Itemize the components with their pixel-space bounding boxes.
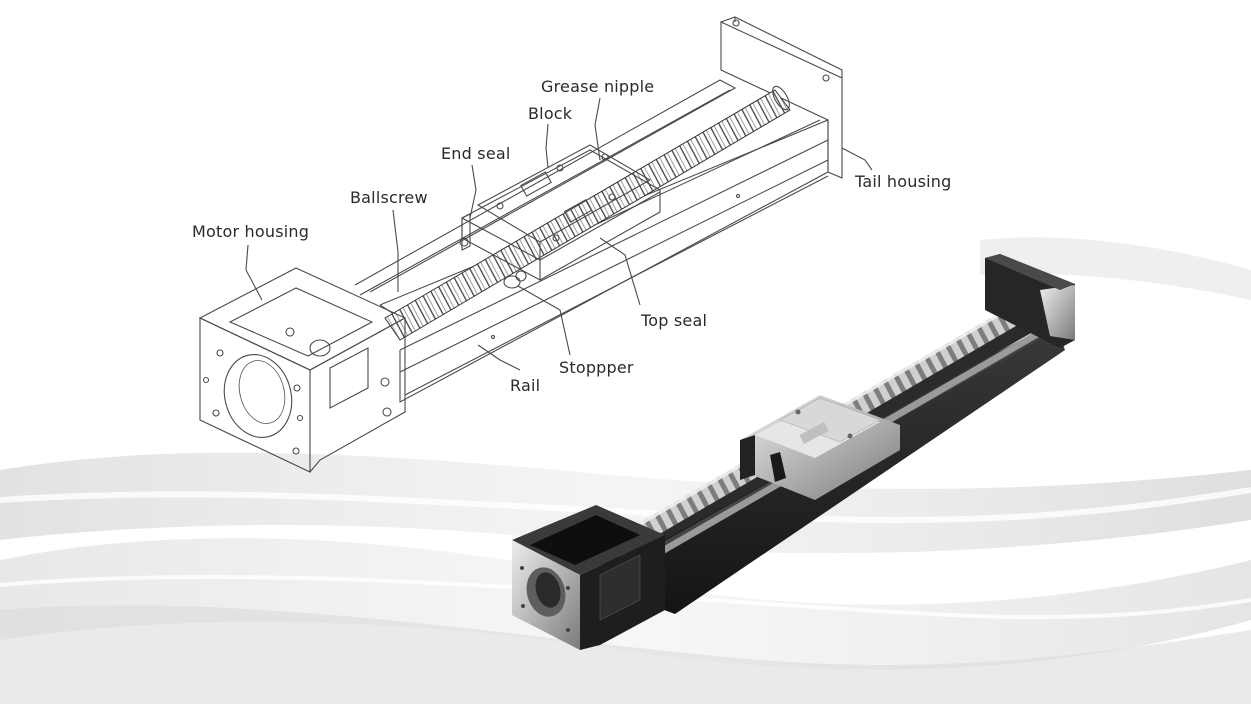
- block-drawing: [459, 144, 661, 289]
- line-drawing-module: [198, 16, 873, 473]
- leader-lines: [245, 97, 873, 371]
- tail-housing-drawing: [720, 16, 843, 179]
- product-render: [512, 254, 1075, 650]
- motor-housing-drawing: [198, 267, 407, 473]
- label-grease-nipple: Grease nipple: [541, 77, 655, 96]
- label-top-seal: Top seal: [641, 311, 708, 330]
- label-end-seal: End seal: [441, 144, 511, 163]
- label-rail: Rail: [510, 376, 541, 395]
- label-stopper: Stoppper: [559, 358, 634, 377]
- label-tail-housing: Tail housing: [855, 172, 952, 191]
- label-motor-housing: Motor housing: [192, 222, 310, 241]
- label-block: Block: [528, 104, 573, 123]
- label-ballscrew: Ballscrew: [350, 188, 428, 207]
